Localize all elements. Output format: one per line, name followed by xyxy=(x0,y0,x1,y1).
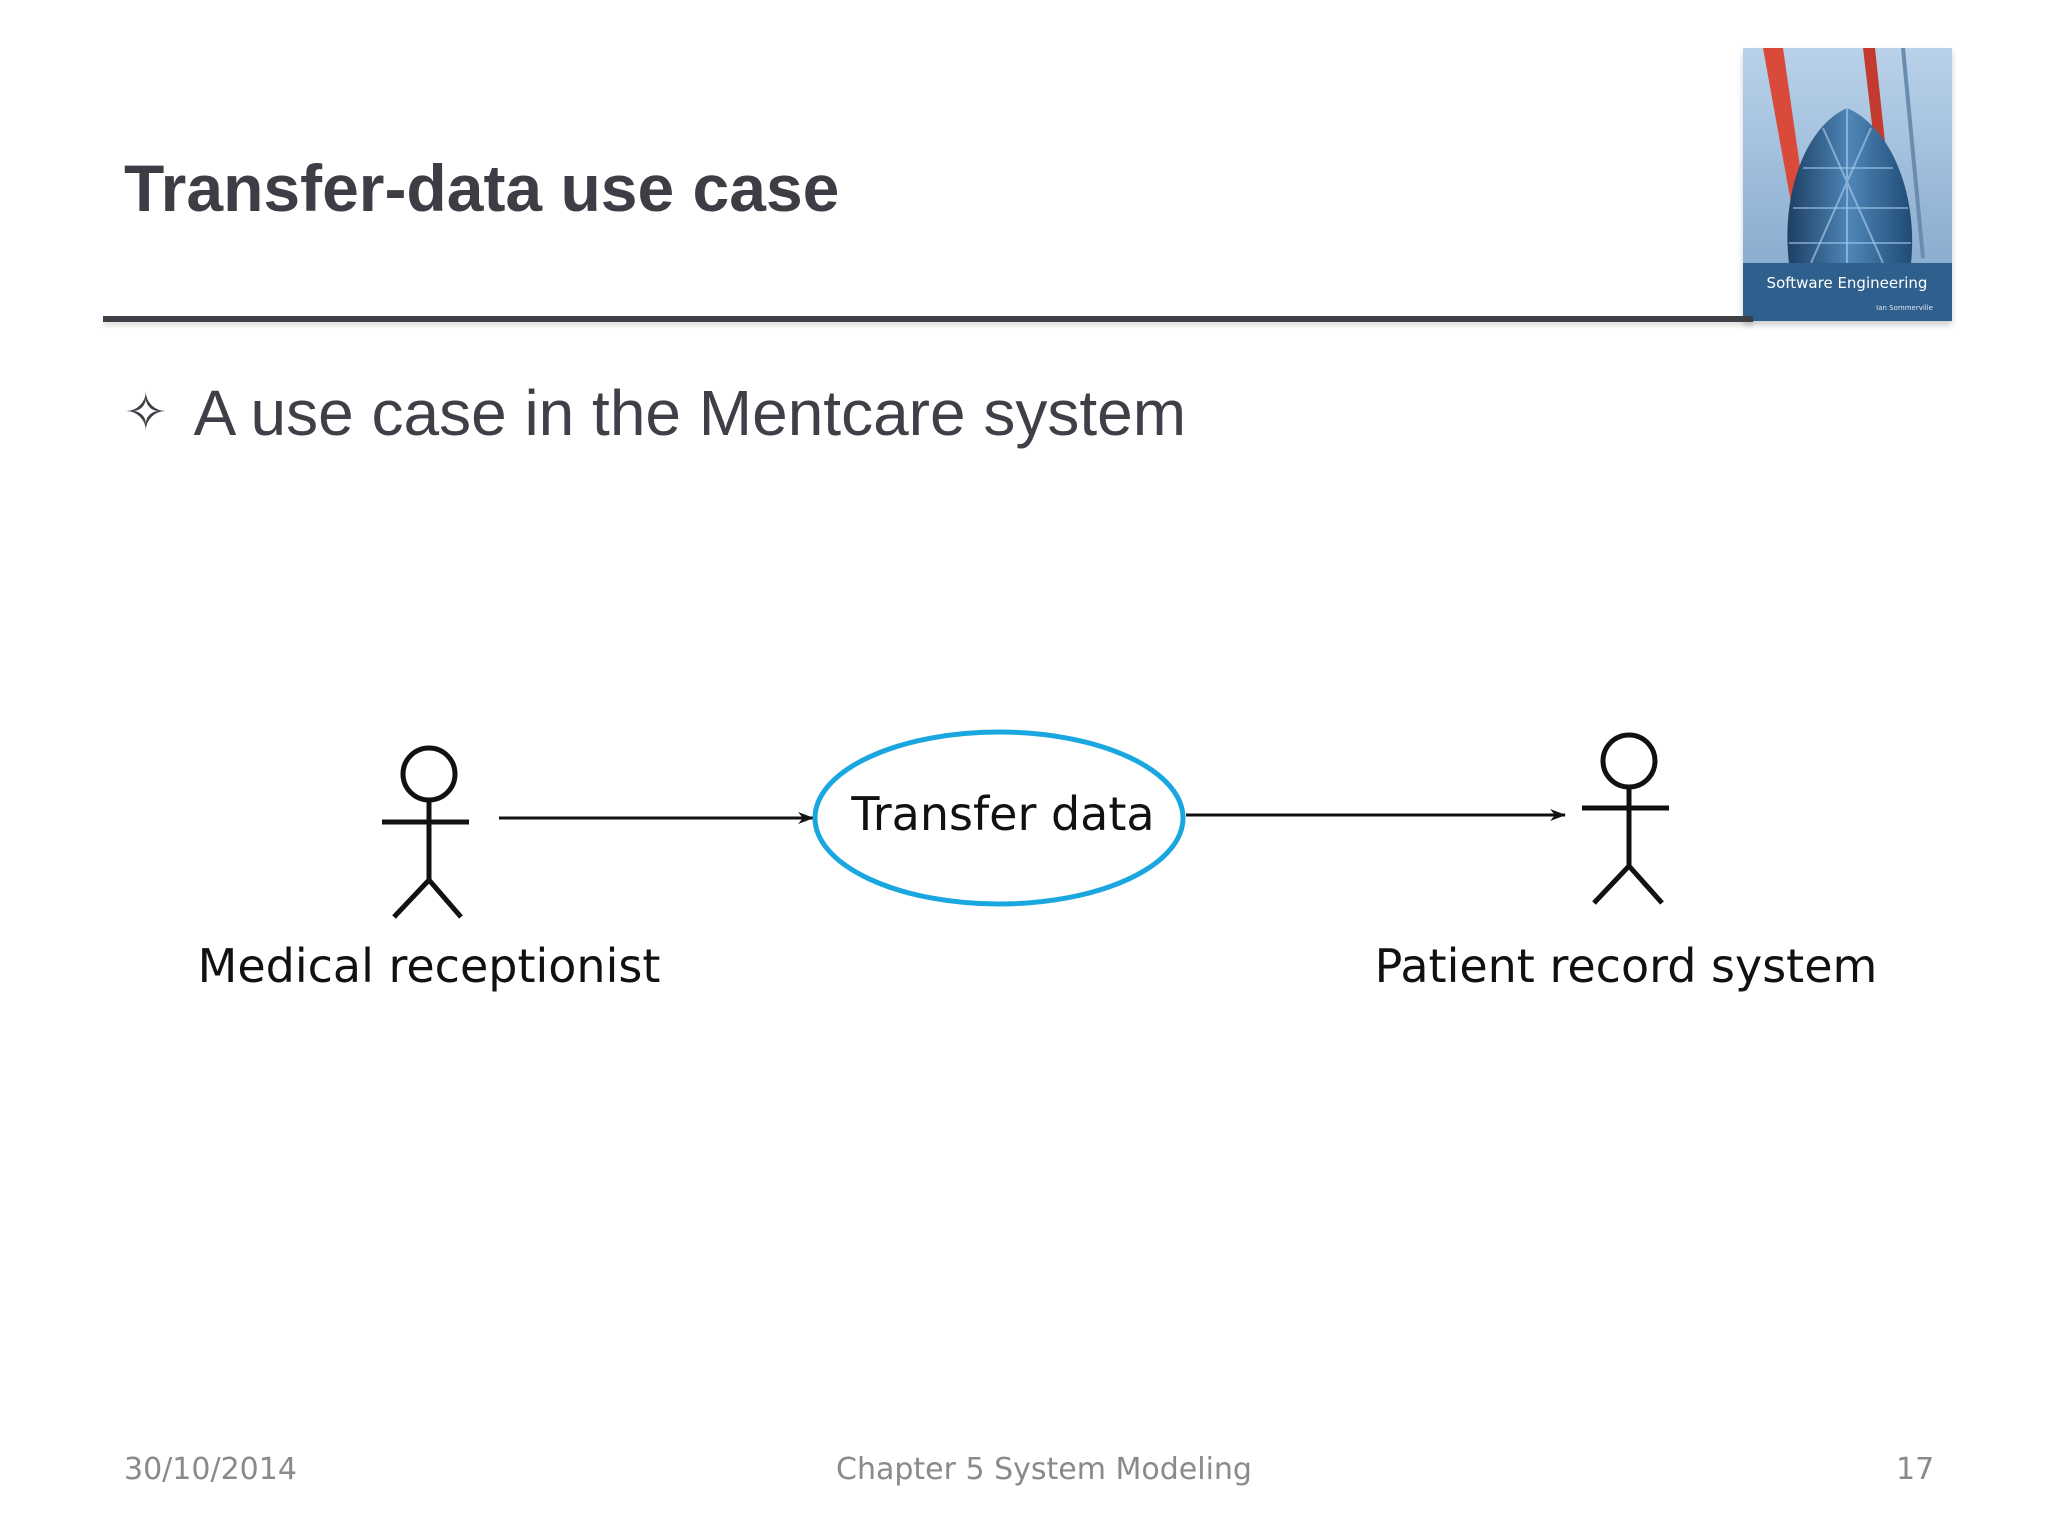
actor-head xyxy=(1600,732,1658,790)
footer-date: 30/10/2014 xyxy=(124,1452,297,1487)
book-cover-image: Software Engineering Ian Sommerville xyxy=(1743,48,1952,321)
use-case-transfer-data xyxy=(812,729,1186,907)
actor-medical-receptionist xyxy=(382,745,469,919)
actor-label-medical-receptionist: Medical receptionist xyxy=(198,939,661,993)
cover-band xyxy=(1743,263,1952,321)
footer-chapter: Chapter 5 System Modeling xyxy=(836,1452,1252,1487)
cover-title: Software Engineering xyxy=(1767,274,1928,292)
bullet-item: ✧ A use case in the Mentcare system xyxy=(124,376,1186,450)
title-divider xyxy=(103,316,1753,322)
four-pointed-star-outline-icon: ✧ xyxy=(124,383,168,443)
gherkin-building xyxy=(1787,108,1913,263)
bullet-text: A use case in the Mentcare system xyxy=(193,377,1187,449)
actor-head xyxy=(400,745,458,803)
footer-page-number: 17 xyxy=(1896,1452,1935,1487)
cover-author: Ian Sommerville xyxy=(1876,304,1933,312)
slide-title: Transfer-data use case xyxy=(124,151,840,225)
use-case-label: Transfer data xyxy=(850,787,1154,841)
actor-label-patient-record-system: Patient record system xyxy=(1375,939,1878,993)
actor-patient-record-system xyxy=(1582,732,1669,905)
